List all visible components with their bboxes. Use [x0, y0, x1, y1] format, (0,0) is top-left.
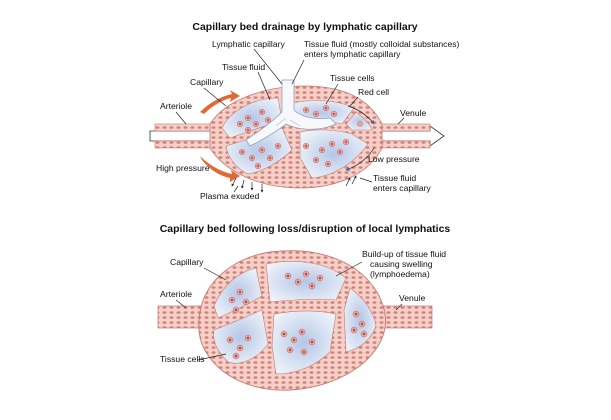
capillary-bed-2: [198, 250, 386, 391]
high-pressure-arrow-bottom: [200, 156, 240, 182]
diagram2-title: Capillary bed following loss/disruption …: [160, 223, 451, 235]
diagram1-title: Capillary bed drainage by lymphatic capi…: [192, 21, 417, 33]
plasma-exudation-arrows: [231, 175, 357, 193]
label-tissue-fluid-colloid-2: enters lymphatic capillary: [304, 49, 401, 59]
label-capillary-2: Capillary: [170, 257, 204, 267]
label-venule-1: Venule: [400, 108, 427, 118]
low-pressure-arrows: [345, 105, 375, 171]
venule-tube-2: [383, 305, 433, 329]
label-arteriole-2: Arteriole: [160, 289, 192, 299]
label-high-pressure: High pressure: [156, 163, 210, 173]
label-plasma-exuded: Plasma exuded: [200, 191, 259, 201]
label-tissue-fluid-enters-2: enters capillary: [373, 183, 431, 193]
lymphatic-capillary: [245, 79, 337, 147]
label-venule-2: Venule: [399, 293, 426, 303]
label-capillary-1: Capillary: [190, 77, 224, 87]
label-arteriole-1: Arteriole: [160, 101, 192, 111]
label-tissue-fluid-enters-1: Tissue fluid: [373, 173, 416, 183]
label-buildup-1: Build-up of tissue fluid: [362, 249, 446, 259]
label-buildup-2: causing swelling: [370, 259, 433, 269]
label-lymphatic-capillary: Lymphatic capillary: [212, 39, 285, 49]
high-pressure-arrow-top: [200, 90, 240, 114]
label-tissue-cells-1: Tissue cells: [330, 73, 375, 83]
label-tissue-fluid: Tissue fluid: [222, 62, 265, 72]
capillary-bed-1: [209, 85, 383, 189]
label-tissue-cells-2: Tissue cells: [160, 354, 205, 364]
label-tissue-fluid-colloid-1: Tissue fluid (mostly colloidal substance…: [304, 39, 460, 49]
label-buildup-3: (lymphoedema): [370, 269, 430, 279]
label-red-cell: Red cell: [358, 87, 389, 97]
label-low-pressure: Low pressure: [368, 154, 420, 164]
